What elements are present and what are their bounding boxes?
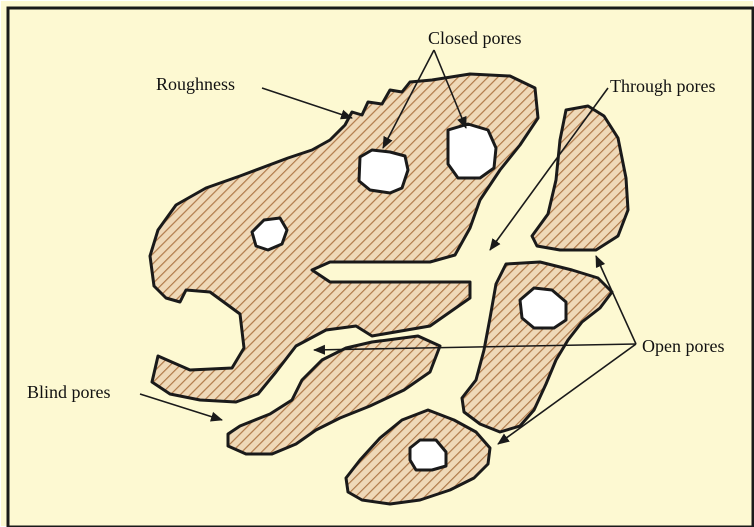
label-open-pores: Open pores xyxy=(642,336,724,356)
label-through-pores: Through pores xyxy=(610,76,715,96)
label-closed-pores: Closed pores xyxy=(428,28,522,48)
label-roughness: Roughness xyxy=(156,74,235,94)
label-blind-pores: Blind pores xyxy=(27,382,111,402)
open-pore-bottom xyxy=(410,440,446,470)
closed-pore-left xyxy=(359,150,408,193)
closed-pore-right xyxy=(448,124,496,178)
